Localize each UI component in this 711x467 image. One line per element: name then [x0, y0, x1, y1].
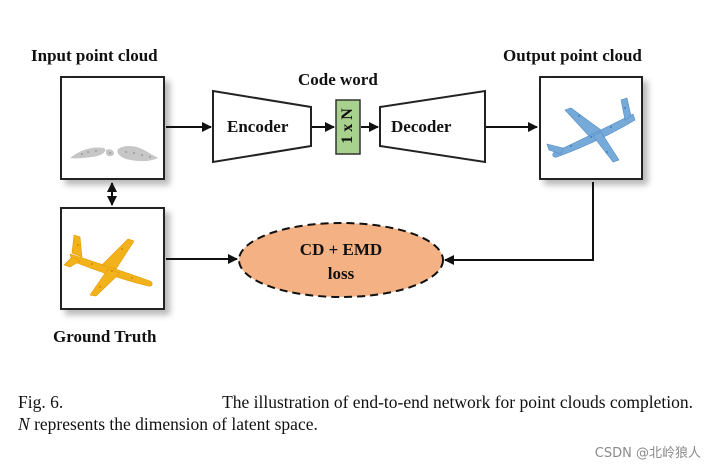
loss-label-line2: loss [327, 264, 355, 283]
loss-label-line1: CD + EMD [299, 240, 383, 259]
caption-text-2: represents the dimension of latent space… [29, 414, 318, 434]
ground-truth-title: Ground Truth [53, 327, 157, 346]
encoder-block [212, 89, 312, 164]
partial-airplane-point-cloud-icon [70, 146, 158, 162]
encoder-label: Encoder [227, 117, 289, 136]
input-point-cloud-title: Input point cloud [31, 46, 158, 65]
input-point-cloud-box [60, 76, 165, 180]
code-vector-label: 1 x N [339, 108, 356, 144]
code-word-vector [335, 99, 361, 155]
ground-truth-box [60, 207, 165, 310]
decoder-label: Decoder [391, 117, 452, 136]
caption-symbol-n: N [18, 414, 30, 434]
code-word-title: Code word [298, 70, 378, 89]
loss-ellipse [238, 222, 444, 298]
caption-fig-number: Fig. 6. [18, 392, 64, 412]
output-point-cloud-box [539, 76, 643, 180]
caption-line-1: Fig. 6. The illustration of end-to-end n… [18, 391, 693, 413]
network-diagram [107, 89, 594, 298]
caption-line-2: N represents the dimension of latent spa… [18, 413, 693, 435]
watermark: CSDN @北岭狼人 [594, 446, 701, 461]
arrow-output-to-loss [444, 182, 594, 265]
airplane-point-cloud-yellow-icon [63, 234, 153, 297]
output-point-cloud-title: Output point cloud [503, 46, 642, 65]
decoder-block [379, 89, 486, 164]
caption-text-1: The illustration of end-to-end network f… [222, 392, 693, 412]
figure-caption: Fig. 6. The illustration of end-to-end n… [18, 391, 693, 435]
airplane-point-cloud-blue-icon [546, 97, 636, 163]
